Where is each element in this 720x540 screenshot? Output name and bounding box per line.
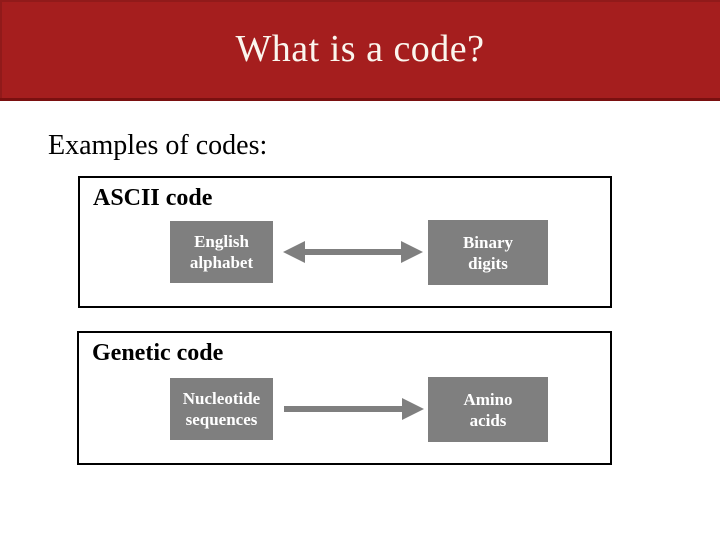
box-label-line: Nucleotide [182,389,261,408]
box-label-line: acids [469,410,507,430]
box-label-line: Binary [462,232,514,252]
box-label-line: English [194,232,249,251]
box-label-line: Amino [463,389,513,409]
double-arrow-icon [283,241,423,263]
section-heading: Genetic code [92,340,224,366]
box-label-line: alphabet [189,253,254,272]
slide-header: What is a code? [0,0,720,101]
amino-acids-box: Amino acids [428,377,548,442]
right-arrow-icon [284,398,424,420]
intro-text: Examples of codes: [48,130,268,161]
nucleotide-sequences-box: Nucleotide sequences [170,378,273,440]
ascii-code-section: ASCII code English alphabet Binary digit… [78,176,612,308]
section-heading: ASCII code [93,185,213,211]
genetic-code-section: Genetic code Nucleotide sequences Amino … [77,331,612,465]
binary-digits-box: Binary digits [428,220,548,285]
english-alphabet-box: English alphabet [170,221,273,283]
box-label-line: digits [468,253,508,273]
slide-title: What is a code? [235,28,485,70]
box-label-line: sequences [185,410,258,429]
